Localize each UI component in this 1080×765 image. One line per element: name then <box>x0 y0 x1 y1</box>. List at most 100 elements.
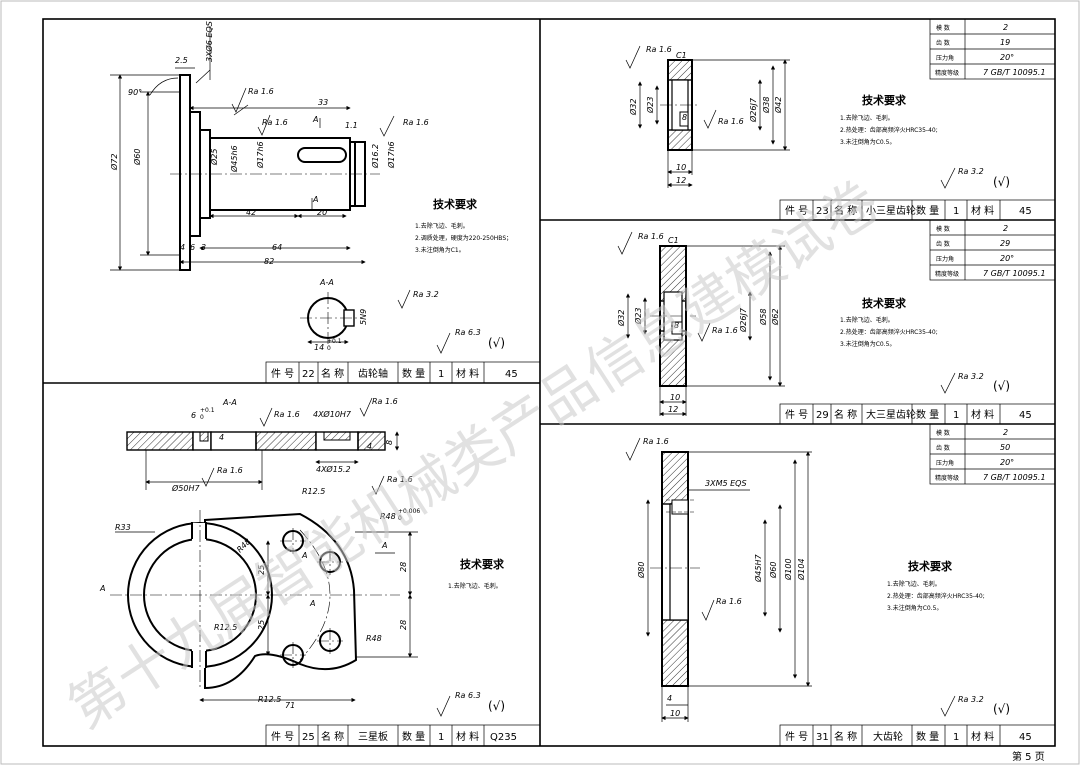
p23-req2: 2.热处理：齿部高频淬火HRC35-40; <box>840 126 938 134</box>
p23-d38: Ø38 <box>761 97 771 114</box>
p25-w6tol0: 0 <box>200 414 204 421</box>
p22-tb-no: 22 <box>302 369 315 380</box>
p25-r125c: R12.5 <box>258 695 281 704</box>
p25-w6: 6 <box>191 411 196 420</box>
part-23-gear-table <box>929 18 1056 80</box>
p31-req1: 1.去除飞边、毛刺。 <box>887 580 941 588</box>
p29-d58: Ø58 <box>758 309 768 326</box>
p22-d60: Ø60 <box>132 149 142 166</box>
p22-w14tol: +0.1 <box>327 338 342 345</box>
p23-tb-qty-label: 数 量 <box>916 204 939 217</box>
part-22-title-block <box>265 361 541 384</box>
p23-d23: Ø23 <box>645 97 655 114</box>
page-number: 第 5 页 <box>1012 750 1045 763</box>
p23-tb-no: 23 <box>816 206 829 217</box>
p23-tech-title: 技术要求 <box>862 93 907 107</box>
p23-row-teeth: 齿 数 <box>936 39 950 47</box>
p23-ra16b: Ra 1.6 <box>718 117 744 126</box>
p23-tb-name: 小三星齿轮 <box>866 204 916 217</box>
p29-module: 2 <box>1003 224 1008 233</box>
p29-ra16a: Ra 1.6 <box>638 232 664 241</box>
p22-tb-qty-label: 数 量 <box>402 367 425 380</box>
watermark: 第十九届智能机械类产品信息建模试卷 <box>57 169 891 742</box>
p31-l10: 10 <box>670 709 680 718</box>
p23-row-module: 模 数 <box>936 24 950 32</box>
p25-tb-qty: 1 <box>438 732 444 743</box>
p31-tb-no-label: 件 号 <box>785 731 808 743</box>
p29-req3: 3.未注倒角为C0.5。 <box>840 340 895 348</box>
p29-row-pressure: 压力角 <box>936 255 954 263</box>
p25-h4b: 4 <box>367 442 372 451</box>
p31-grade: 7 GB/T 10095.1 <box>983 473 1046 482</box>
p22-tb-name: 齿轮轴 <box>358 367 388 380</box>
p25-r125a: R12.5 <box>302 487 325 496</box>
p22-l3: 3 <box>201 243 206 252</box>
p23-d26: Ø26J7 <box>748 97 758 123</box>
p23-l12: 12 <box>676 176 686 185</box>
p23-tb-mat: 45 <box>1019 206 1032 217</box>
p23-ra16a: Ra 1.6 <box>646 45 672 54</box>
p22-l33: 33 <box>318 98 328 107</box>
p29-l10: 10 <box>670 393 680 402</box>
p23-pressure: 20° <box>1000 53 1014 62</box>
p22-tb-mat-label: 材 料 <box>456 367 479 380</box>
p23-ra-check: (√) <box>993 175 1010 189</box>
p22-l4: 4 <box>180 243 185 252</box>
p29-ra16b: Ra 1.6 <box>712 326 738 335</box>
p22-l25: 2.5 <box>175 56 188 65</box>
p31-row-teeth: 齿 数 <box>936 444 950 452</box>
part-31-title-block <box>779 724 1056 747</box>
p22-req2: 2.调质处理，硬度为220-250HBS； <box>415 234 512 242</box>
p31-tb-mat: 45 <box>1019 732 1032 743</box>
p29-d32: Ø32 <box>616 310 626 327</box>
p29-tb-qty: 1 <box>953 410 959 421</box>
p29-tb-name-label: 名 称 <box>834 408 857 421</box>
p25-r48c: R48 <box>366 634 382 643</box>
p25-req1: 1.去除飞边、毛刺。 <box>448 582 502 590</box>
p23-module: 2 <box>1003 23 1008 32</box>
p31-m5: 3XM5 EQS <box>705 479 747 488</box>
p25-ra16b: Ra 1.6 <box>372 397 398 406</box>
p22-l11: 1.1 <box>345 121 358 130</box>
p25-tb-mat: Q235 <box>490 732 517 743</box>
p23-tb-no-label: 件 号 <box>785 205 808 217</box>
p31-d45: Ø45H7 <box>753 554 763 583</box>
p23-row-pressure: 压力角 <box>936 54 954 62</box>
p25-r48b: R48 <box>235 537 253 555</box>
p22-ra-check: (√) <box>488 336 505 350</box>
p29-w8: 8 <box>674 321 679 330</box>
p29-row-teeth: 齿 数 <box>936 240 950 248</box>
p29-req1: 1.去除飞边、毛刺。 <box>840 316 894 324</box>
p31-req3: 3.未注倒角为C0.5。 <box>887 604 942 612</box>
p29-d23: Ø23 <box>633 308 643 325</box>
p25-a4: A <box>309 599 315 608</box>
part-29-title-block <box>779 403 1056 425</box>
p29-ra-general: Ra 3.2 <box>958 372 984 381</box>
part-29-gear-table <box>929 219 1056 281</box>
p22-l6: 6 <box>190 243 195 252</box>
p25-sec: A-A <box>222 398 237 407</box>
p31-module: 2 <box>1003 428 1008 437</box>
p25-ra16a: Ra 1.6 <box>274 410 300 419</box>
p23-grade: 7 GB/T 10095.1 <box>983 68 1046 77</box>
part-31-drawing <box>625 437 956 722</box>
p25-a1: A <box>381 541 387 550</box>
p23-w8: 8 <box>682 113 687 122</box>
p31-pressure: 20° <box>1000 458 1014 467</box>
p29-tb-qty-label: 数 量 <box>916 408 939 421</box>
p22-a1: A <box>312 115 318 124</box>
p31-tb-name: 大齿轮 <box>873 730 903 743</box>
p22-ra-general: Ra 6.3 <box>455 328 481 337</box>
part-22-drawing <box>110 26 451 354</box>
p31-ra16b: Ra 1.6 <box>716 597 742 606</box>
p29-teeth: 29 <box>1000 239 1010 248</box>
p22-req1: 1.去除飞边、毛刺。 <box>415 222 469 230</box>
p29-req2: 2.热处理：齿部高频淬火HRC35-40; <box>840 328 938 336</box>
p22-l64: 64 <box>272 243 282 252</box>
p29-pressure: 20° <box>1000 254 1014 263</box>
p22-tb-qty: 1 <box>438 369 444 380</box>
p31-tb-mat-label: 材 料 <box>971 730 994 743</box>
p25-w6tol: +0.1 <box>200 407 215 414</box>
